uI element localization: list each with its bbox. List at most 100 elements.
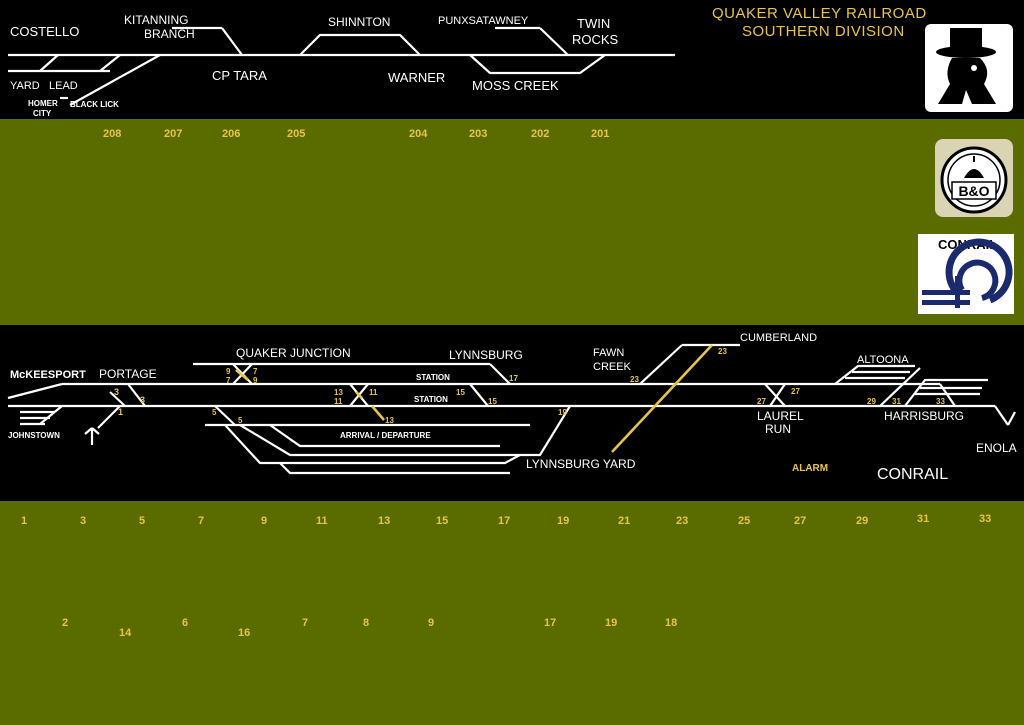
portage-label: PORTAGE — [99, 367, 157, 381]
bottom-control-panel — [0, 501, 1024, 725]
switch-33[interactable]: 33 — [979, 513, 991, 525]
lynnsburg-crossover — [469, 383, 489, 407]
conrail-logo: CONRAIL — [918, 234, 1014, 314]
switch-202[interactable]: 202 — [531, 128, 549, 140]
fawn-label: FAWN — [593, 347, 624, 359]
bo-logo: B&O — [935, 139, 1013, 217]
laurel-run-crossover — [764, 383, 786, 407]
run-label: RUN — [765, 422, 791, 436]
switch-31[interactable]: 31 — [917, 513, 929, 525]
switch-206[interactable]: 206 — [222, 128, 240, 140]
switch-203[interactable]: 203 — [469, 128, 487, 140]
track-num: 27 — [757, 397, 766, 406]
switch-201[interactable]: 201 — [591, 128, 609, 140]
track-num: 5 — [238, 416, 243, 425]
branch-stub — [97, 405, 121, 429]
laurel-label: LAUREL — [757, 409, 804, 423]
switch-29[interactable]: 29 — [856, 515, 868, 527]
control-16[interactable]: 16 — [238, 627, 250, 639]
track-num: 15 — [456, 388, 465, 397]
track-num: 7 — [253, 367, 258, 376]
mckeesport-label: McKEESPORT — [10, 369, 86, 381]
top-tracks — [8, 26, 675, 106]
kitanning-branch-label: BRANCH — [144, 27, 195, 41]
bottom-tracks — [7, 343, 1016, 475]
altoona-lead — [834, 364, 915, 385]
track-num: 15 — [488, 397, 497, 406]
enola-track — [994, 405, 1009, 426]
switch-5[interactable]: 5 — [139, 515, 145, 527]
harrisburg-label: HARRISBURG — [884, 409, 964, 423]
arrival-departure-label: ARRIVAL / DEPARTURE — [340, 431, 431, 440]
kitanning-label: KITANNING — [124, 13, 188, 27]
control-6[interactable]: 6 — [182, 617, 188, 629]
switch-13[interactable]: 13 — [378, 515, 390, 527]
switch-17[interactable]: 17 — [498, 515, 510, 527]
station-x-active — [355, 391, 363, 399]
control-18[interactable]: 18 — [665, 617, 677, 629]
division-title: SOUTHERN DIVISION — [742, 23, 905, 40]
lead-crossover — [99, 54, 121, 72]
control-17[interactable]: 17 — [544, 617, 556, 629]
control-8[interactable]: 8 — [363, 617, 369, 629]
switch-25[interactable]: 25 — [738, 515, 750, 527]
bo-logo-text: B&O — [958, 183, 989, 199]
bottom-switch-row-1: 1 3 5 7 9 11 13 15 17 19 21 23 25 27 29 … — [21, 513, 991, 527]
yard-crossover — [39, 54, 59, 72]
portage-crossover-2 — [127, 383, 146, 407]
twin-label: TWIN — [577, 16, 610, 31]
switch-27[interactable]: 27 — [794, 515, 806, 527]
switch-19[interactable]: 19 — [557, 515, 569, 527]
track-num: 31 — [892, 397, 901, 406]
control-9[interactable]: 9 — [428, 617, 434, 629]
creek-label: CREEK — [593, 361, 632, 373]
branch-wye-l — [84, 427, 93, 435]
control-7[interactable]: 7 — [302, 617, 308, 629]
homer-label: HOMER — [28, 99, 58, 108]
switch-11[interactable]: 11 — [316, 515, 328, 527]
bottom-panel — [0, 325, 1024, 501]
control-2[interactable]: 2 — [62, 617, 68, 629]
enola-label: ENOLA — [976, 441, 1017, 455]
track-num: 9 — [253, 376, 258, 385]
switch-1[interactable]: 1 — [21, 515, 27, 527]
rocks-label: ROCKS — [572, 32, 619, 47]
switch-23[interactable]: 23 — [676, 515, 688, 527]
switch-3[interactable]: 3 — [80, 515, 86, 527]
portage-crossover — [109, 391, 126, 407]
johnstown-label: JOHNSTOWN — [8, 431, 60, 440]
switch-7[interactable]: 7 — [198, 515, 204, 527]
lynnsburg-turnout — [489, 363, 511, 385]
switch-15[interactable]: 15 — [436, 515, 448, 527]
switch-9[interactable]: 9 — [261, 515, 267, 527]
black-lick-branch — [69, 54, 161, 106]
track-num: 23 — [630, 375, 639, 384]
branch-wye-r — [91, 427, 100, 435]
alarm-indicator[interactable]: ALARM — [792, 463, 828, 474]
track-num: 9 — [226, 367, 231, 376]
control-19[interactable]: 19 — [605, 617, 617, 629]
control-14[interactable]: 14 — [119, 627, 132, 639]
track-num: 1 — [118, 407, 123, 417]
switch-205[interactable]: 205 — [287, 128, 305, 140]
track-num: 3 — [114, 387, 119, 397]
track-num: 11 — [334, 397, 343, 406]
station-route — [371, 405, 385, 421]
yard-label: YARD — [10, 80, 40, 92]
costello-label: COSTELLO — [10, 24, 79, 39]
track-num: 11 — [369, 388, 378, 397]
kitanning-turnout — [221, 27, 243, 56]
lynnsburg-label: LYNNSBURG — [449, 348, 523, 362]
top-switch-row: 208 207 206 205 204 203 202 201 — [103, 128, 609, 140]
punxsatawney-label: PUNXSATAWNEY — [438, 15, 529, 27]
fawn-creek-to-cumberland — [639, 344, 683, 385]
switch-204[interactable]: 204 — [409, 128, 428, 140]
switch-21[interactable]: 21 — [618, 515, 630, 527]
switch-208[interactable]: 208 — [103, 128, 121, 140]
track-num: 17 — [509, 374, 518, 383]
station-label-1: STATION — [416, 373, 450, 382]
shinnton-label: SHINNTON — [328, 15, 390, 29]
top-control-panel — [0, 119, 1024, 325]
harrisburg-crossover — [939, 383, 956, 407]
switch-207[interactable]: 207 — [164, 128, 182, 140]
